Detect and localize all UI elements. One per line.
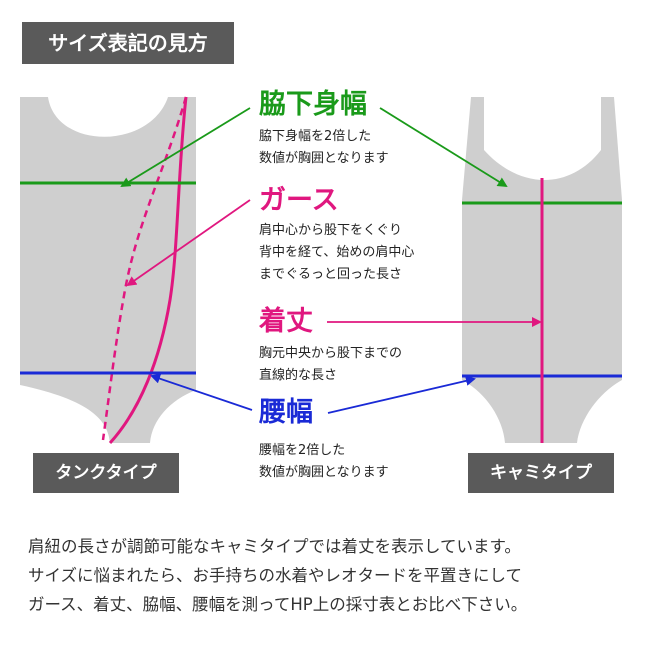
waist-width-desc: 腰幅を2倍した 数値が胸囲となります: [259, 440, 389, 484]
chest-width-desc: 脇下身幅を2倍した 数値が胸囲となります: [259, 126, 389, 170]
cami-type-badge: キャミタイプ: [468, 453, 614, 493]
length-desc-line: 直線的な長さ: [259, 368, 338, 383]
waist-arrow-left: [150, 373, 253, 411]
chest-arrow-right: [379, 107, 508, 188]
footer-note-line: サイズに悩まれたら、お手持ちの水着やレオタードを平置きにして: [28, 566, 523, 585]
chest-width-desc-line: 数値が胸囲となります: [259, 151, 389, 166]
girth-label: ガース: [259, 185, 339, 216]
chest-arrow-left: [120, 107, 251, 188]
length-label: 着丈: [259, 306, 313, 337]
tank-girth-dashed-line: [101, 96, 188, 441]
chest-width-desc-line: 脇下身幅を2倍した: [259, 129, 372, 144]
girth-arrow: [126, 199, 251, 287]
chest-width-label: 脇下身幅: [259, 89, 367, 120]
girth-desc: 肩中心から股下をくぐり 背中を経て、始めの肩中心 までぐるっと回った長さ: [259, 220, 414, 286]
waist-width-label: 腰幅: [259, 397, 313, 428]
waist-width-desc-line: 数値が胸囲となります: [259, 465, 389, 480]
tank-girth-solid-line: [108, 96, 188, 445]
waist-width-desc-line: 腰幅を2倍した: [259, 443, 346, 458]
footer-note: 肩紐の長さが調節可能なキャミタイプでは着丈を表示しています。 サイズに悩まれたら…: [28, 532, 628, 619]
footer-note-line: 肩紐の長さが調節可能なキャミタイプでは着丈を表示しています。: [28, 537, 521, 556]
girth-desc-line: 背中を経て、始めの肩中心: [259, 245, 415, 260]
page-title: サイズ表記の見方: [22, 22, 234, 64]
girth-desc-line: 肩中心から股下をくぐり: [259, 223, 403, 238]
waist-arrow-right: [327, 375, 476, 414]
girth-desc-line: までぐるっと回った長さ: [259, 267, 403, 282]
footer-note-line: ガース、着丈、脇幅、腰幅を測ってHP上の採寸表とお比べ下さい。: [28, 595, 528, 614]
length-desc-line: 胸元中央から股下までの: [259, 346, 403, 361]
tank-type-badge: タンクタイプ: [33, 453, 179, 493]
length-desc: 胸元中央から股下までの 直線的な長さ: [259, 343, 402, 387]
size-diagram: [20, 96, 622, 445]
